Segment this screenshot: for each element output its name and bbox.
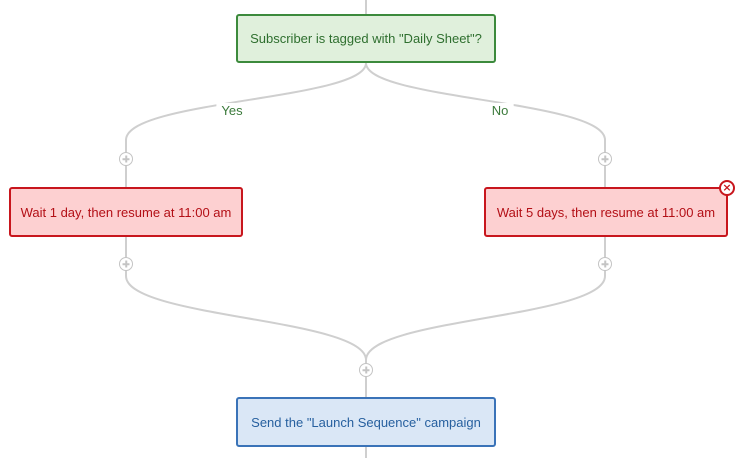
condition-label: Subscriber is tagged with "Daily Sheet"?: [250, 31, 482, 46]
add-step-merge-plus-icon[interactable]: [359, 363, 373, 377]
branch-label-yes: Yes: [216, 103, 248, 119]
wait-no-label: Wait 5 days, then resume at 11:00 am: [496, 204, 716, 220]
delete-step-close-icon[interactable]: ×: [719, 180, 735, 196]
add-step-yes-top-plus-icon[interactable]: [119, 152, 133, 166]
add-step-no-top-plus-icon[interactable]: [598, 152, 612, 166]
connector-yes-branch: [125, 62, 367, 188]
connector-no-merge: [365, 236, 606, 361]
add-step-yes-bottom-plus-icon[interactable]: [119, 257, 133, 271]
connector-no-branch: [365, 62, 606, 188]
wait-node-no[interactable]: Wait 5 days, then resume at 11:00 am: [484, 187, 728, 237]
action-node[interactable]: Send the "Launch Sequence" campaign: [236, 397, 496, 447]
wait-yes-label: Wait 1 day, then resume at 11:00 am: [20, 204, 232, 220]
connector-yes-merge: [125, 236, 367, 398]
action-label: Send the "Launch Sequence" campaign: [251, 414, 481, 430]
condition-node[interactable]: Subscriber is tagged with "Daily Sheet"?: [236, 14, 496, 63]
branch-label-no: No: [486, 103, 514, 119]
add-step-no-bottom-plus-icon[interactable]: [598, 257, 612, 271]
wait-node-yes[interactable]: Wait 1 day, then resume at 11:00 am: [9, 187, 243, 237]
